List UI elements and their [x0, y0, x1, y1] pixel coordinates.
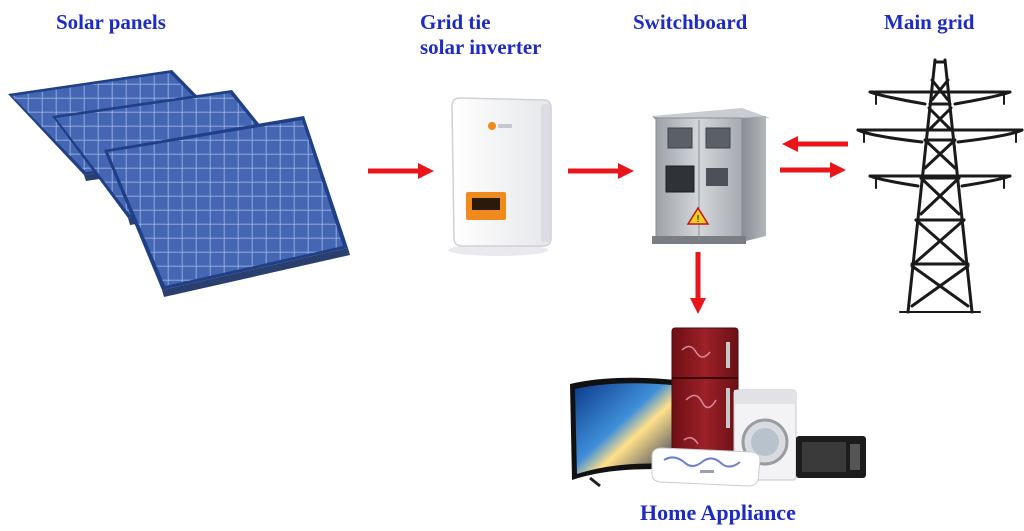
refrigerator-image [671, 327, 739, 467]
arrow-inverter-to-switchboard [568, 163, 634, 179]
arrow-switchboard-to-home [690, 252, 706, 314]
label-home-appliance: Home Appliance [640, 500, 796, 525]
microwave-image [796, 436, 866, 478]
svg-text:!: ! [696, 214, 700, 225]
air-conditioner-image [651, 447, 761, 487]
label-solar-panels: Solar panels [56, 10, 166, 34]
arrow-switchboard-to-grid [780, 162, 846, 178]
transmission-tower-image [856, 58, 1024, 314]
label-main-grid: Main grid [884, 10, 975, 34]
solar-panels-image [8, 70, 350, 297]
label-inverter-line2: solar inverter [420, 35, 542, 59]
arrow-panels-to-inverter [368, 163, 434, 179]
solar-panel-front [104, 116, 350, 297]
arrow-grid-to-switchboard [782, 136, 848, 152]
warning-triangle-icon: ! [686, 206, 710, 225]
tv-image [570, 377, 678, 488]
label-switchboard: Switchboard [633, 10, 748, 34]
home-appliances-image [570, 327, 866, 488]
arrows [368, 136, 848, 314]
inverter-image [448, 97, 552, 256]
switchboard-cabinet-image: ! [652, 108, 770, 244]
label-inverter-line1: Grid tie [420, 10, 491, 34]
label-inverter: Grid tie solar inverter [420, 10, 542, 60]
